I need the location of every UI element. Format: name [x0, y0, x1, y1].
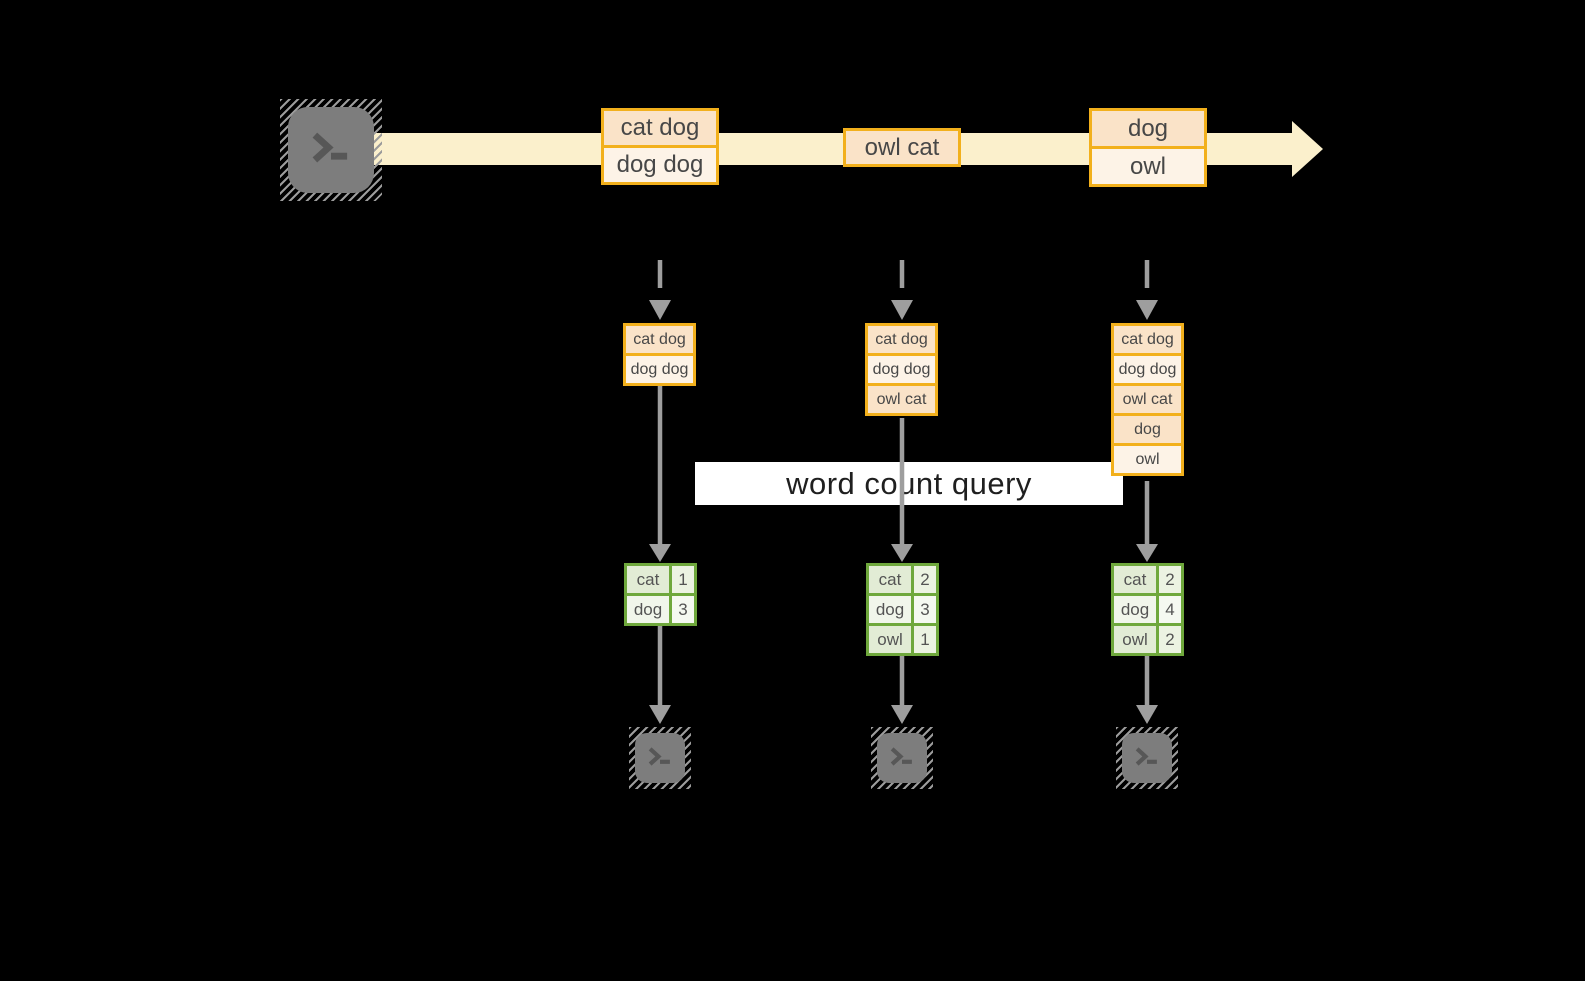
buffer-item: dog	[1114, 416, 1181, 443]
buffer-item: cat dog	[626, 326, 693, 353]
emit-arrow-1	[649, 260, 671, 320]
buffer-stack-1: cat dog dog dog	[623, 323, 696, 386]
count-value: 2	[1159, 566, 1181, 593]
emit-arrow-2	[891, 260, 913, 320]
query-arrow-3	[1136, 481, 1158, 562]
terminal-prompt-icon	[890, 747, 912, 766]
terminal-prompt-icon	[1135, 747, 1157, 766]
count-word: owl	[869, 626, 911, 653]
count-value: 2	[914, 566, 936, 593]
buffer-item: owl cat	[1114, 386, 1181, 413]
count-value: 4	[1159, 596, 1181, 623]
stream-event: cat dog	[604, 111, 716, 145]
terminal-prompt-icon	[312, 132, 348, 163]
count-word: cat	[627, 566, 669, 593]
sink-terminal-icon-3	[1116, 727, 1178, 789]
count-value: 2	[1159, 626, 1181, 653]
output-arrow-3	[1136, 656, 1158, 724]
output-arrow-1	[649, 626, 671, 724]
terminal-prompt-icon	[648, 747, 670, 766]
query-arrow-1	[649, 385, 671, 562]
count-table-3: cat 2 dog 4 owl 2	[1111, 563, 1184, 656]
count-word: dog	[869, 596, 911, 623]
stream-batch-3: dog owl	[1089, 108, 1207, 187]
terminal-screen	[877, 733, 927, 783]
count-word: dog	[627, 596, 669, 623]
count-value: 3	[914, 596, 936, 623]
stream-event: owl	[1092, 149, 1204, 184]
query-banner: word count query	[695, 462, 1123, 505]
query-banner-label: word count query	[786, 465, 1032, 501]
count-word: owl	[1114, 626, 1156, 653]
count-table-2: cat 2 dog 3 owl 1	[866, 563, 939, 656]
stream-arrowhead	[1292, 121, 1323, 177]
terminal-screen	[635, 733, 685, 783]
buffer-item: dog dog	[1114, 356, 1181, 383]
buffer-stack-2: cat dog dog dog owl cat	[865, 323, 938, 416]
stream-batch-1: cat dog dog dog	[601, 108, 719, 185]
source-terminal-icon	[280, 99, 382, 201]
terminal-screen	[1122, 733, 1172, 783]
count-value: 1	[672, 566, 694, 593]
buffer-item: cat dog	[868, 326, 935, 353]
buffer-item: owl cat	[868, 386, 935, 413]
count-word: cat	[1114, 566, 1156, 593]
count-table-1: cat 1 dog 3	[624, 563, 697, 626]
stream-event: dog	[1092, 111, 1204, 146]
sink-terminal-icon-2	[871, 727, 933, 789]
sink-terminal-icon-1	[629, 727, 691, 789]
terminal-screen	[288, 107, 374, 193]
buffer-stack-3: cat dog dog dog owl cat dog owl	[1111, 323, 1184, 476]
buffer-item: cat dog	[1114, 326, 1181, 353]
stream-batch-2: owl cat	[843, 128, 961, 167]
buffer-item: dog dog	[868, 356, 935, 383]
buffer-item: dog dog	[626, 356, 693, 383]
emit-arrow-3	[1136, 260, 1158, 320]
count-value: 1	[914, 626, 936, 653]
count-word: dog	[1114, 596, 1156, 623]
output-arrow-2	[891, 656, 913, 724]
stream-event: dog dog	[604, 148, 716, 182]
buffer-item: owl	[1114, 446, 1181, 473]
stream-event: owl cat	[846, 131, 958, 164]
count-value: 3	[672, 596, 694, 623]
count-word: cat	[869, 566, 911, 593]
